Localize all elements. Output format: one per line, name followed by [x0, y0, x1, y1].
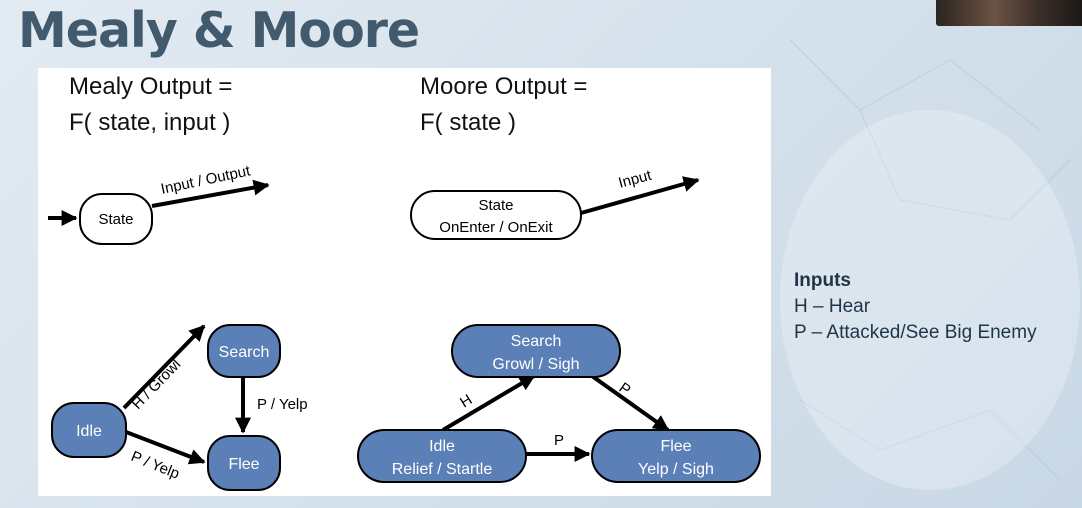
mealy-edge-search-flee-label: P / Yelp [257, 396, 308, 413]
moore-node-flee-actions: Yelp / Sigh [638, 461, 714, 478]
mealy-heading-line1: Mealy Output = [69, 73, 232, 100]
moore-example-state [410, 190, 582, 240]
webcam-overlay [936, 0, 1082, 26]
moore-heading-line2: F( state ) [420, 109, 516, 136]
mealy-edge-idle-search [122, 324, 206, 410]
moore-edge-idle-search [441, 374, 536, 432]
mealy-example-state-label: State [98, 211, 133, 228]
inputs-legend-item-attacked: P – Attacked/See Big Enemy [794, 322, 1037, 343]
moore-node-idle [357, 429, 527, 483]
inputs-legend: Inputs H – Hear P – Attacked/See Big Ene… [794, 268, 1037, 346]
moore-edge-idle-flee-label: P [554, 432, 564, 449]
moore-example-edge-label: Input [617, 167, 654, 192]
mealy-example-state [79, 193, 153, 245]
mealy-example-edge [151, 179, 270, 208]
mealy-edge-idle-search-label: H / Growl [129, 356, 185, 413]
moore-node-search [451, 324, 621, 378]
moore-node-idle-name: Idle [429, 438, 455, 455]
mealy-edge-idle-flee-label: P / Yelp [129, 448, 182, 483]
moore-example-state-actions: OnEnter / OnExit [439, 219, 553, 236]
moore-edge-idle-search-label: H [457, 391, 475, 411]
mealy-heading-line2: F( state, input ) [69, 109, 230, 136]
moore-example-edge [580, 176, 700, 215]
moore-node-flee-name: Flee [660, 438, 691, 455]
moore-node-search-name: Search [511, 333, 562, 350]
moore-heading-line1: Moore Output = [420, 73, 587, 100]
mealy-node-idle-label: Idle [76, 423, 102, 440]
inputs-legend-title: Inputs [794, 270, 851, 291]
state-machine-diagrams: Mealy Output = F( state, input ) Moore O… [48, 73, 761, 491]
diagram-panel: Mealy Output = F( state, input ) Moore O… [38, 68, 771, 496]
inputs-legend-item-hear: H – Hear [794, 296, 871, 317]
mealy-edge-idle-flee [125, 430, 206, 465]
moore-node-idle-actions: Relief / Startle [392, 461, 493, 478]
moore-edge-search-flee [590, 374, 670, 432]
moore-example-state-name: State [478, 197, 513, 214]
moore-node-search-actions: Growl / Sigh [492, 356, 579, 373]
moore-node-flee [591, 429, 761, 483]
mealy-node-flee-label: Flee [228, 456, 259, 473]
mealy-node-idle [51, 402, 127, 458]
mealy-node-search-label: Search [219, 344, 270, 361]
mealy-node-search [207, 324, 281, 378]
slide-title: Mealy & Moore [18, 2, 420, 59]
mealy-node-flee [207, 435, 281, 491]
mealy-example-edge-label: Input / Output [159, 162, 252, 198]
